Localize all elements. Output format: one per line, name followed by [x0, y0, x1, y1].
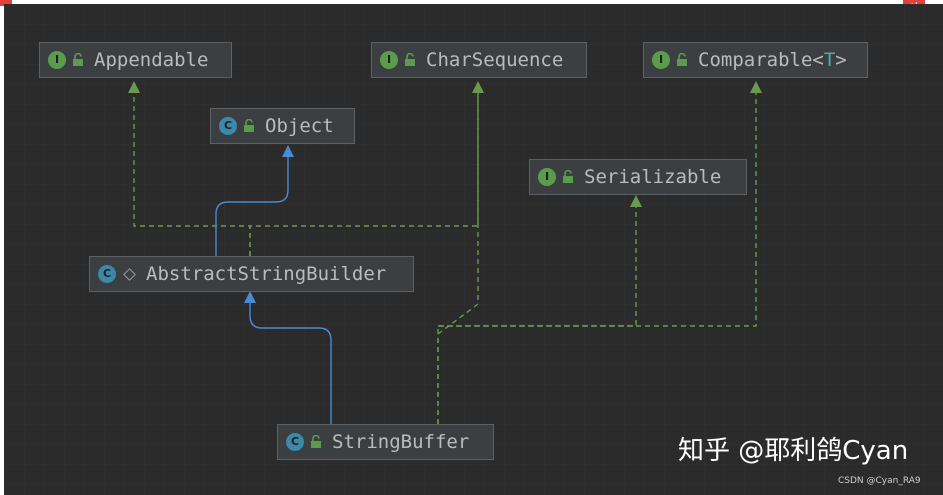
unlock-icon — [73, 53, 83, 66]
edge-sb-comparable — [438, 90, 757, 327]
arrowhead-asb — [244, 291, 256, 303]
node-comparable[interactable]: I Comparable<T> — [643, 42, 868, 78]
arrowhead-object — [282, 145, 294, 157]
arrowhead-serializable — [630, 195, 642, 207]
node-stringbuffer[interactable]: C StringBuffer — [277, 424, 494, 460]
csdn-watermark: CSDN @Cyan_RA9 — [838, 476, 921, 486]
node-abstractstringbuilder[interactable]: C AbstractStringBuilder — [89, 256, 414, 292]
edge-asb-charsequence — [249, 90, 479, 256]
class-badge-icon: C — [219, 117, 237, 135]
node-serializable[interactable]: I Serializable — [529, 159, 747, 195]
edge-sb-asb — [249, 302, 332, 424]
node-label: Object — [265, 115, 334, 137]
class-badge-icon: C — [286, 433, 304, 451]
edge-sb-serializable — [437, 204, 637, 424]
node-label: AbstractStringBuilder — [146, 263, 387, 285]
edge-asb-object — [215, 156, 289, 256]
node-label: Appendable — [94, 49, 209, 71]
interface-badge-icon: I — [48, 51, 66, 69]
unlock-icon — [244, 119, 254, 132]
unlock-icon — [563, 170, 573, 183]
node-charsequence[interactable]: I CharSequence — [371, 42, 587, 78]
arrowhead-charsequence — [472, 81, 484, 93]
diamond-icon — [123, 267, 136, 281]
interface-badge-icon: I — [380, 51, 398, 69]
node-label: CharSequence — [426, 49, 564, 71]
node-label: StringBuffer — [332, 431, 470, 453]
unlock-icon — [311, 435, 321, 448]
unlock-icon — [677, 53, 687, 66]
node-label: Serializable — [584, 166, 722, 188]
class-badge-icon: C — [98, 265, 116, 283]
diagram-canvas: I Appendable I CharSequence I Comparable… — [4, 4, 943, 495]
unlock-icon — [405, 53, 415, 66]
node-appendable[interactable]: I Appendable — [39, 42, 232, 78]
interface-badge-icon: I — [652, 51, 670, 69]
node-object[interactable]: C Object — [210, 108, 355, 144]
diagram-edges — [4, 4, 943, 495]
type-parameter: T — [823, 49, 836, 71]
corner-tab-left — [0, 0, 12, 6]
node-label: Comparable<T> — [698, 49, 847, 71]
interface-badge-icon: I — [538, 168, 556, 186]
zhihu-watermark: 知乎 @耶利鸽Cyan — [678, 436, 909, 466]
arrowhead-appendable — [128, 81, 140, 93]
arrowhead-comparable — [750, 81, 762, 93]
